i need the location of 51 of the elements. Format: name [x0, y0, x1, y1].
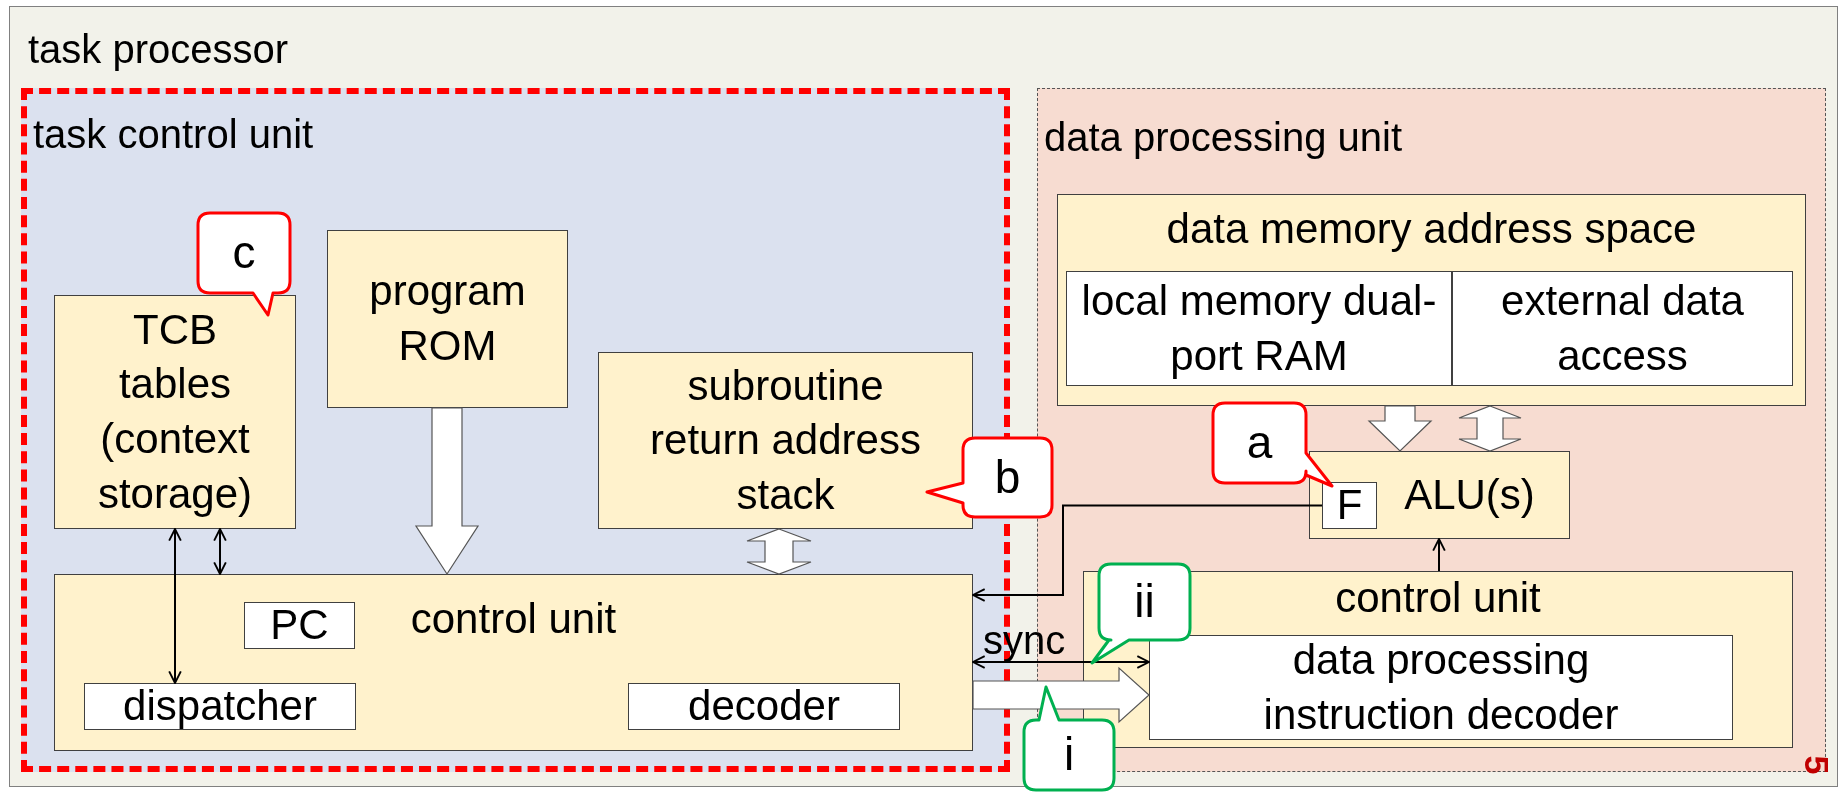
callout-letter: b [993, 453, 1022, 500]
double-arrow [972, 655, 1150, 669]
block-arrow [414, 407, 480, 576]
callout-letter: i [1062, 731, 1076, 777]
box-label: external data access [1500, 275, 1745, 381]
edge-label: sync [983, 620, 1066, 660]
box-label: data processing instruction decoder [1262, 634, 1620, 740]
block-arrow [1367, 405, 1433, 452]
arrow [1432, 538, 1446, 572]
box-label: PC [270, 600, 329, 651]
block-arrow [1458, 405, 1522, 452]
block-arrow [746, 528, 812, 575]
block-box [1083, 571, 1793, 748]
callout-letter: c [231, 229, 257, 275]
block-box [1309, 451, 1570, 539]
register-box [244, 602, 355, 649]
box-label: program ROM [368, 266, 527, 371]
box-label: control unit [1335, 574, 1541, 623]
box-label: decoder [688, 681, 840, 732]
register-box [1322, 482, 1377, 529]
unit-title: task processor [28, 26, 289, 73]
callout-bubble [1022, 684, 1116, 794]
double-arrow [168, 528, 182, 684]
block-box [54, 574, 973, 751]
register-box [628, 683, 900, 730]
block-box [1057, 194, 1806, 406]
double-arrow [213, 528, 227, 575]
box-label: TCB tables (context storage) [96, 304, 254, 519]
box-label: dispatcher [123, 681, 317, 732]
page-number: 5 [1800, 755, 1835, 775]
arrow [972, 504, 1323, 602]
callout-bubble [924, 436, 1054, 519]
callout-letter: ii [1133, 578, 1156, 624]
block-arrow [972, 666, 1150, 724]
box-label: subroutine return address stack [649, 360, 922, 520]
box-label: control unit [410, 595, 617, 644]
block-box [54, 295, 296, 529]
box-label: F [1336, 480, 1363, 531]
register-box [1452, 271, 1793, 386]
callout-bubble [1089, 562, 1192, 666]
box-label: local memory dual-port RAM [1080, 275, 1438, 381]
unit-title: data processing unit [1044, 114, 1402, 161]
callout-bubble [1211, 401, 1335, 489]
register-box [84, 683, 356, 730]
block-box [327, 230, 568, 408]
block-box [598, 352, 973, 529]
unit-title: task control unit [33, 111, 314, 158]
callout-letter: a [1245, 419, 1274, 465]
box-label: ALU(s) [1404, 469, 1535, 520]
box-label: data memory address space [1166, 205, 1697, 254]
register-box [1149, 635, 1733, 740]
